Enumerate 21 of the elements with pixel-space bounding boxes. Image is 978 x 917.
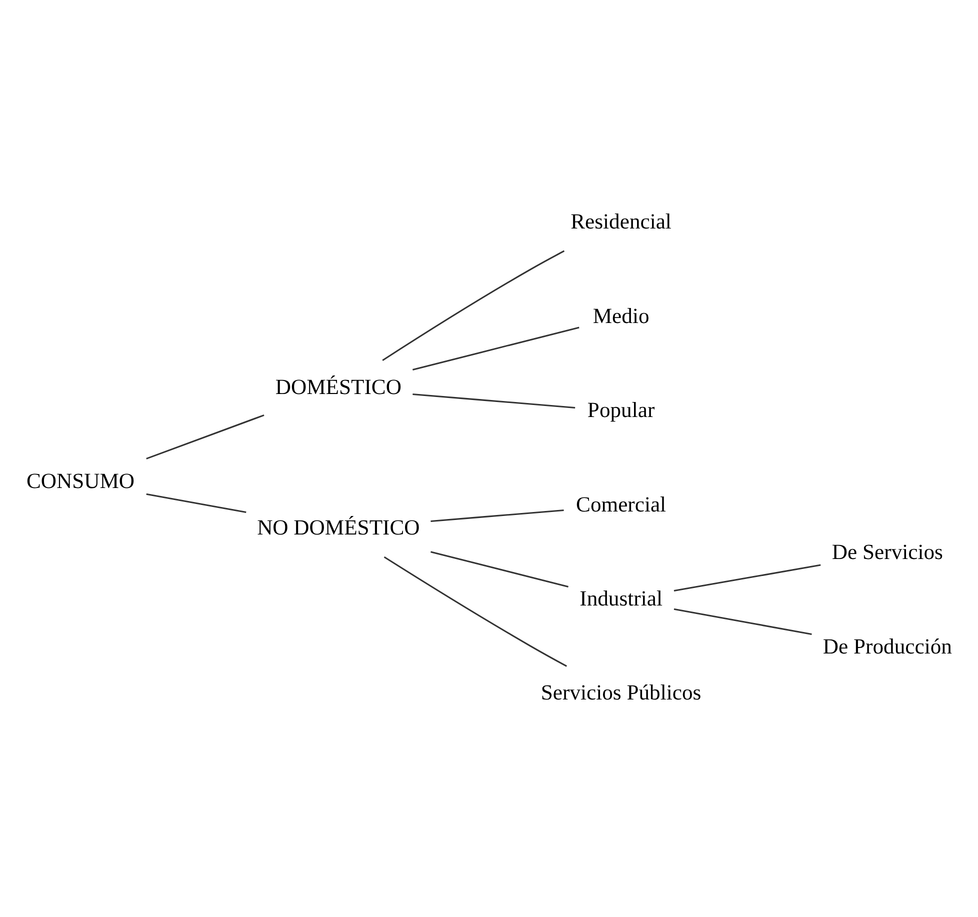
connector	[674, 564, 821, 592]
connector	[146, 493, 246, 514]
connector	[384, 556, 567, 667]
node-text: De Producción	[822, 634, 952, 658]
node-text: DOMÉSTICO	[275, 374, 402, 399]
connector	[412, 326, 580, 370]
connector	[412, 393, 576, 408]
connector	[146, 414, 264, 460]
node-text: NO DOMÉSTICO	[257, 515, 420, 540]
connector	[382, 250, 565, 361]
node-text: Residencial	[570, 210, 672, 234]
node-text: Comercial	[576, 492, 666, 516]
node-text: CONSUMO	[26, 469, 135, 494]
node-text: Popular	[587, 398, 655, 422]
connector	[430, 509, 564, 522]
connector	[674, 608, 812, 635]
connector	[430, 551, 568, 588]
node-text: Industrial	[580, 586, 662, 611]
node-text: Servicios Públicos	[540, 680, 702, 705]
node-text: Medio	[592, 304, 650, 328]
node-text: De Servicios	[832, 540, 943, 564]
